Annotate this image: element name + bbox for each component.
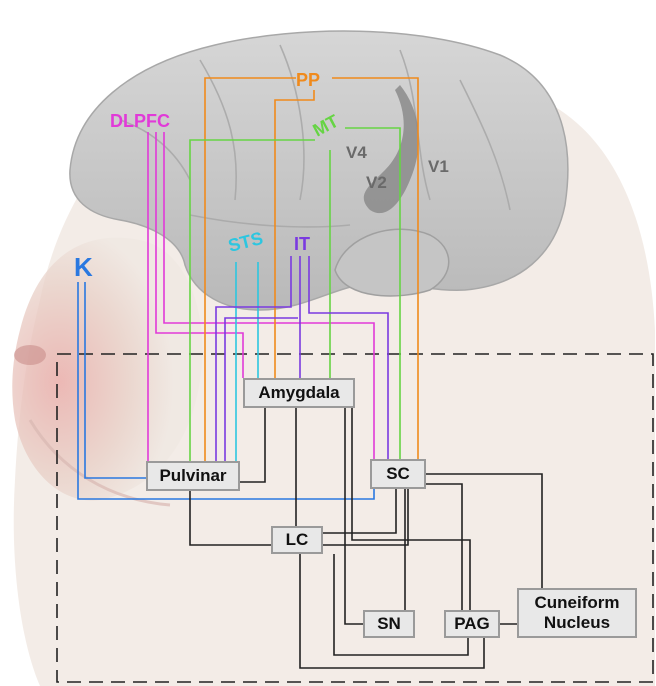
node-sc: SC: [370, 459, 426, 489]
node-lc: LC: [271, 526, 323, 554]
label-v1: V1: [428, 157, 449, 176]
label-it: IT: [294, 234, 310, 254]
monkey-nose: [14, 345, 46, 365]
node-sn: SN: [363, 610, 415, 638]
label-v4: V4: [346, 143, 367, 162]
node-pulvinar: Pulvinar: [146, 461, 240, 491]
node-cuneiform-nucleus: Cuneiform Nucleus: [517, 588, 637, 638]
label-k: K: [74, 252, 93, 282]
label-pp: PP: [296, 70, 320, 90]
node-pag: PAG: [444, 610, 500, 638]
node-amygdala: Amygdala: [243, 378, 355, 408]
label-dlpfc: DLPFC: [110, 111, 170, 131]
label-v2: V2: [366, 173, 387, 192]
